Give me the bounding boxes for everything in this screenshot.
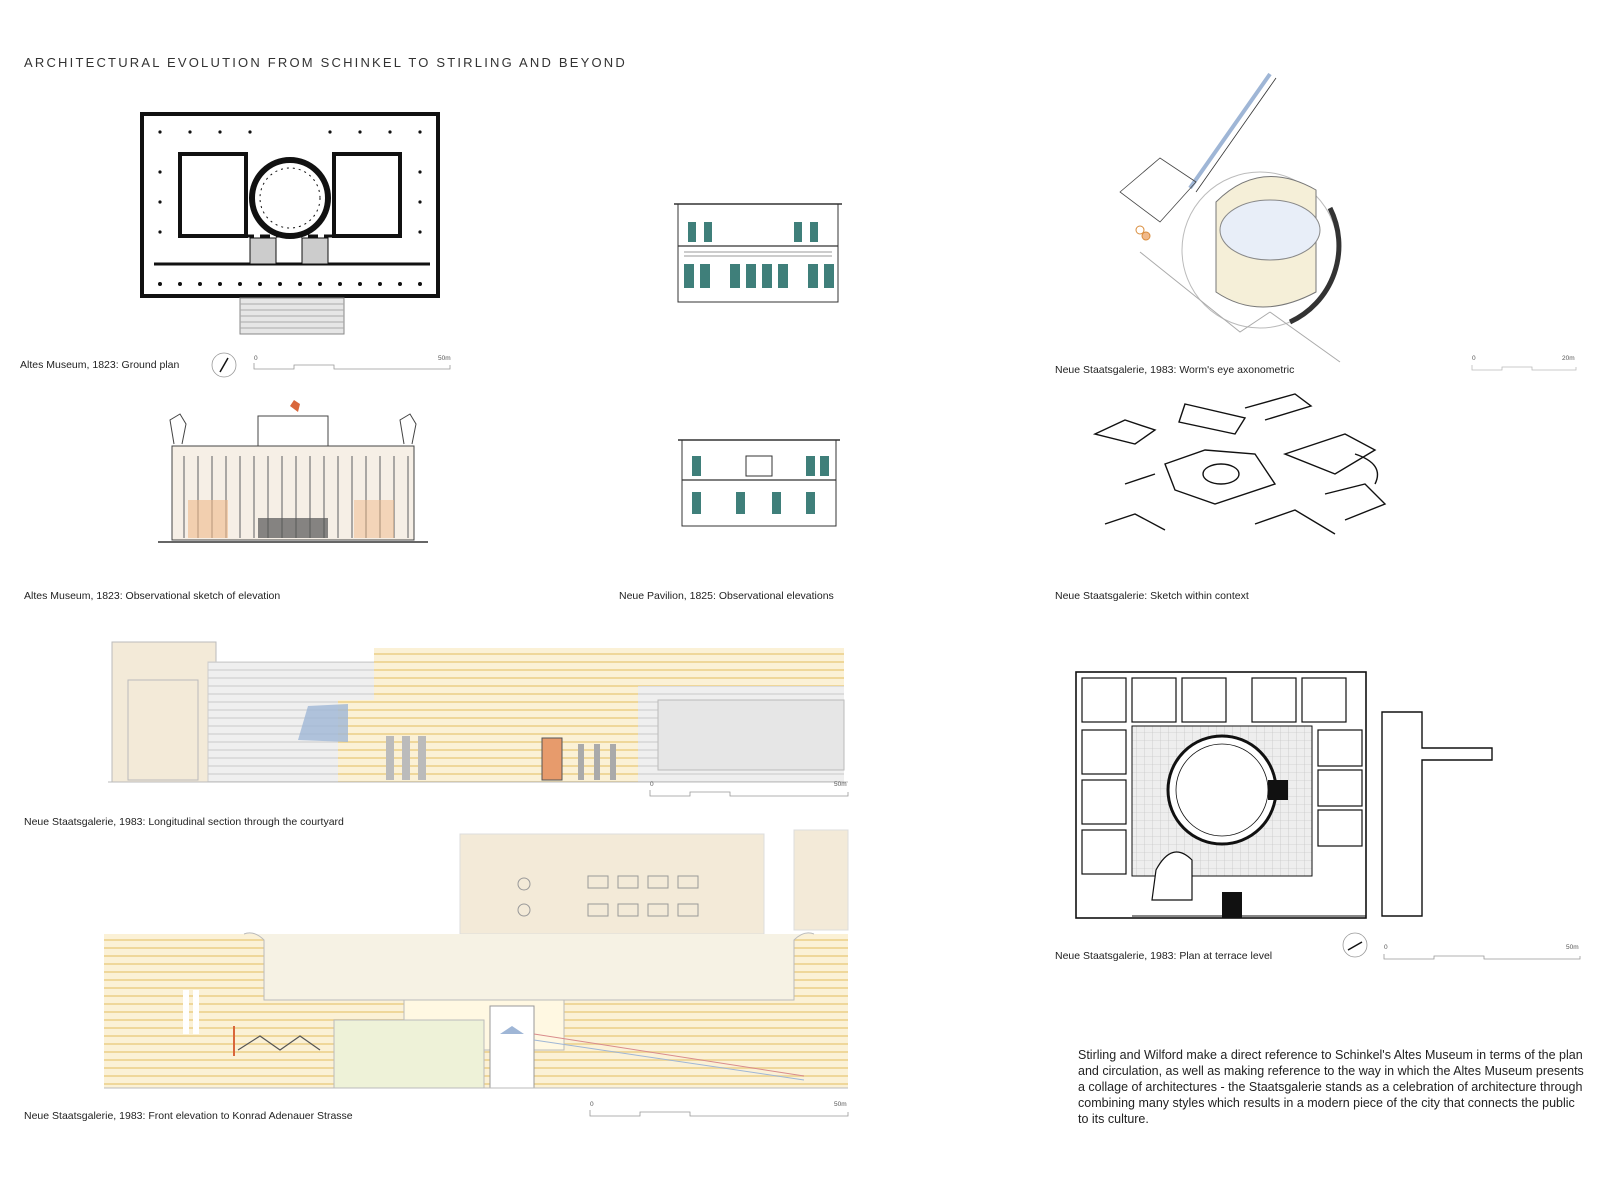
caption-altes-elevation: Altes Museum, 1823: Observational sketch… <box>24 590 281 602</box>
altes-museum-ground-plan <box>140 112 440 335</box>
page-title: ARCHITECTURAL EVOLUTION FROM SCHINKEL TO… <box>24 55 627 70</box>
caption-neue-pavilion: Neue Pavilion, 1825: Observational eleva… <box>619 590 834 602</box>
scale-start-front-elevation: 0 <box>590 1101 594 1108</box>
scale-start-terrace-plan: 0 <box>1384 944 1388 951</box>
scale-end-altes-plan: 50m <box>438 355 451 362</box>
description-paragraph: Stirling and Wilford make a direct refer… <box>1078 1048 1584 1126</box>
context-sketch <box>1092 393 1387 535</box>
scale-start-longitudinal: 0 <box>650 781 654 788</box>
scale-end-front-elevation: 50m <box>834 1101 847 1108</box>
neue-pavilion-elevation-bottom <box>678 439 840 527</box>
scale-bar-longitudinal <box>649 790 849 797</box>
caption-terrace-plan: Neue Staatsgalerie, 1983: Plan at terrac… <box>1055 950 1273 962</box>
scale-end-terrace-plan: 50m <box>1566 944 1579 951</box>
scale-bar-front-elevation <box>589 1110 849 1117</box>
altes-museum-elevation-sketch <box>158 400 428 543</box>
terrace-level-plan <box>1075 671 1493 919</box>
caption-altes-plan: Altes Museum, 1823: Ground plan <box>20 359 180 371</box>
scale-start-altes-plan: 0 <box>254 355 258 362</box>
north-arrow-icon <box>211 352 237 378</box>
north-arrow-icon <box>1342 932 1368 958</box>
caption-front-elevation: Neue Staatsgalerie, 1983: Front elevatio… <box>24 1110 353 1122</box>
scale-end-longitudinal: 50m <box>834 781 847 788</box>
worms-eye-axonometric <box>1119 72 1342 363</box>
neue-pavilion-elevation-top <box>674 203 842 303</box>
scale-bar-altes-plan <box>253 363 451 370</box>
caption-worms-eye: Neue Staatsgalerie, 1983: Worm's eye axo… <box>1055 364 1295 376</box>
front-elevation <box>104 829 849 1089</box>
scale-end-worms-eye: 20m <box>1562 355 1575 362</box>
scale-bar-terrace-plan <box>1383 954 1581 960</box>
scale-bar-worms-eye <box>1471 365 1577 371</box>
longitudinal-section <box>108 641 848 783</box>
scale-start-worms-eye: 0 <box>1472 355 1476 362</box>
caption-context-sketch: Neue Staatsgalerie: Sketch within contex… <box>1055 590 1249 602</box>
caption-longitudinal: Neue Staatsgalerie, 1983: Longitudinal s… <box>24 816 344 828</box>
